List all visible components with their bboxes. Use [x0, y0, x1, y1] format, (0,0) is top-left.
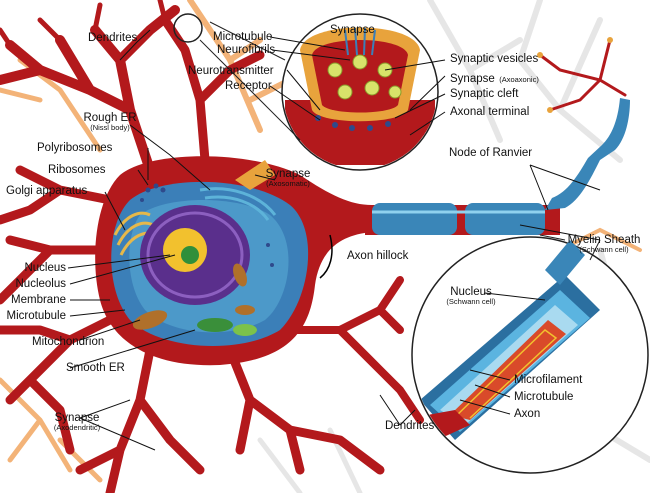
label-microtubule-left: Microtubule [6, 310, 66, 322]
label-receptor: Receptor [225, 80, 272, 92]
label-axonal-terminal: Axonal terminal [450, 106, 530, 118]
label-nucleus-schwann: Nucleus [450, 286, 492, 298]
label-synapse-axoaxonic-sub: (Axoaxonic) [499, 75, 539, 84]
label-myelin-sheath-group: Myelin Sheath (Schwann cell) [562, 234, 646, 254]
nucleolus-core [181, 246, 199, 264]
label-nucleus: Nucleus [24, 262, 66, 274]
label-synapse-axodendritic-group: Synapse (Axodendritic) [42, 412, 112, 432]
label-nucleus-schwann-sub: (Schwann cell) [446, 297, 496, 306]
label-mitochondrion: Mitochondrion [32, 336, 105, 348]
label-nucleus-schwann-group: Nucleus (Schwann cell) [437, 286, 505, 306]
label-synapse-axosomatic-sub: (Axosomatic) [266, 179, 310, 188]
label-ribosomes: Ribosomes [48, 164, 106, 176]
smooth-er [197, 318, 257, 336]
label-synapse-top: Synapse [330, 24, 375, 36]
label-synapse-axodendritic-sub: (Axodendritic) [53, 423, 101, 432]
label-nucleolus: Nucleolus [15, 278, 67, 290]
leader-lines [67, 29, 601, 451]
label-myelin-sheath-sub: (Schwann cell) [579, 245, 629, 254]
label-dendrites-top: Dendrites [88, 32, 138, 44]
label-membrane: Membrane [11, 294, 66, 306]
label-synaptic-vesicles: Synaptic vesicles [450, 53, 539, 65]
label-rough-er-sub: (Nissl body) [90, 123, 130, 132]
label-dendrites-bottom: Dendrites [385, 420, 435, 432]
label-synapse-axoaxonic-group: Synapse (Axoaxonic) [450, 69, 539, 87]
label-smooth-er: Smooth ER [66, 362, 125, 374]
label-golgi-apparatus: Golgi apparatus [6, 185, 88, 197]
label-node-of-ranvier: Node of Ranvier [449, 147, 533, 159]
axonal-terminal [537, 37, 627, 113]
label-axon-hillock: Axon hillock [347, 250, 409, 262]
label-microfilament: Microfilament [514, 374, 583, 386]
nucleus-envelope [146, 211, 244, 299]
mitochondria [132, 263, 255, 330]
ribosomes [140, 183, 274, 267]
label-synapse-axosomatic-group: Synapse (Axosomatic) [258, 168, 318, 188]
label-microtubule-inset: Microtubule [514, 391, 574, 403]
label-synapse-axoaxonic: Synapse [450, 73, 495, 85]
label-polyribosomes: Polyribosomes [37, 142, 113, 154]
label-neurofibrils: Neurofibrils [217, 44, 276, 56]
label-synapse-axosomatic: Synapse [265, 168, 311, 180]
label-synaptic-cleft: Synaptic cleft [450, 88, 519, 100]
label-rough-er: Rough ER [83, 112, 137, 124]
synapse-zoom-circle [173, 13, 203, 43]
label-microtubule-top: Microtubule [213, 31, 273, 43]
axon-hillock-bracket [319, 234, 333, 279]
axon-inset [411, 236, 649, 474]
label-axon: Axon [514, 408, 541, 420]
myelinated-axon [372, 98, 630, 235]
label-rough-er-group: Rough ER (Nissl body) [78, 112, 142, 132]
label-neurotransmitter: Neurotransmitter [188, 65, 274, 77]
label-synapse-axodendritic: Synapse [54, 412, 100, 424]
label-myelin-sheath: Myelin Sheath [567, 234, 641, 246]
